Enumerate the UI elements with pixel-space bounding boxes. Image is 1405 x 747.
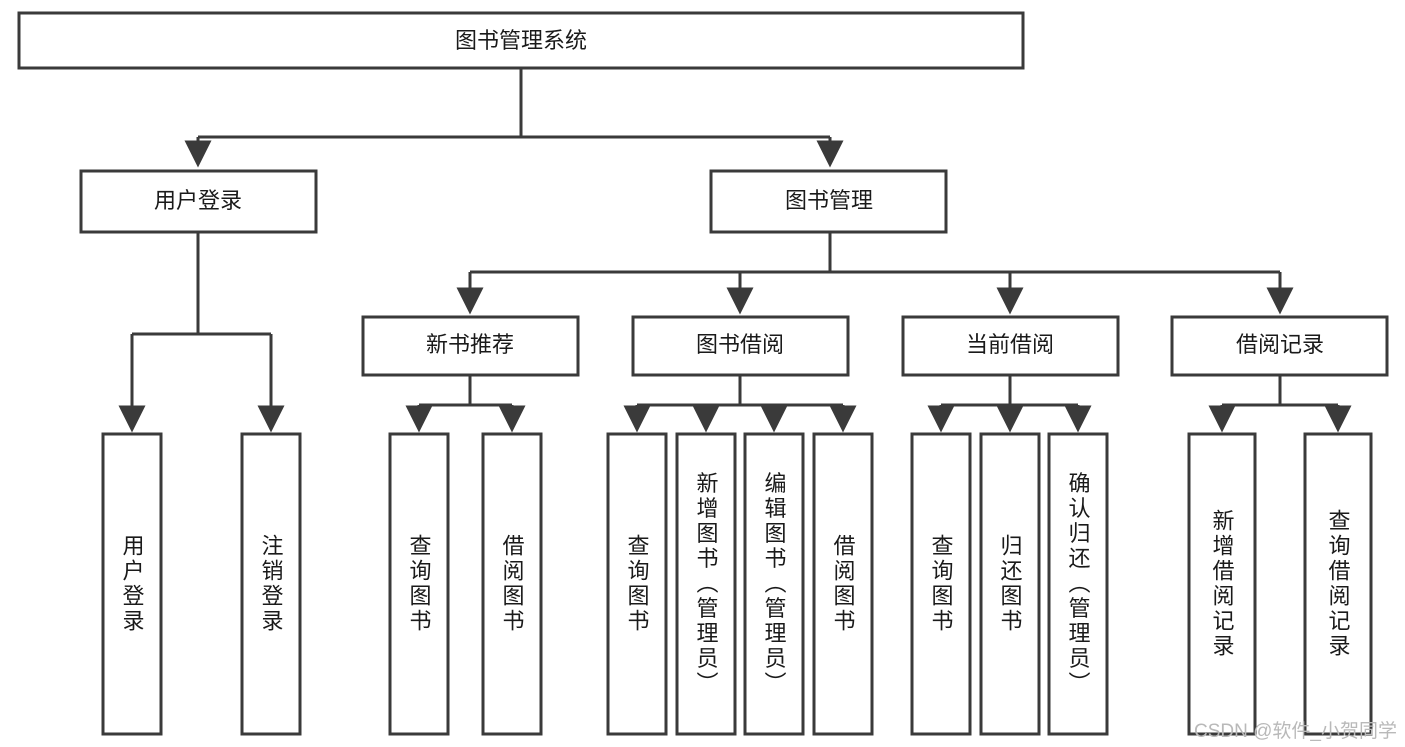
connector-bookborrow-to-leaves (623, 375, 857, 433)
leaf-currentborrow-query-book-label: 查询图书 (929, 534, 954, 634)
connector-newbook-to-leaves (405, 375, 526, 433)
leaf-bookborrow-add-book-admin-label: 新增图书（管理员） (694, 472, 719, 697)
connector-currentborrow-to-leaves (927, 375, 1092, 433)
leaf-borrowrecord-query-record-label: 查询借阅记录 (1326, 509, 1351, 659)
leaf-newbook-query-book[interactable]: 查询图书 (388, 432, 450, 736)
leaf-user-login-logout-label: 注销登录 (259, 534, 284, 634)
node-current-borrow[interactable]: 当前借阅 (901, 315, 1120, 377)
leaf-borrowrecord-query-record[interactable]: 查询借阅记录 (1303, 432, 1373, 736)
leaf-bookborrow-query-book[interactable]: 查询图书 (606, 432, 668, 736)
node-new-book-recommend-label: 新书推荐 (426, 332, 514, 357)
connector-borrowrecord-to-leaves (1208, 375, 1352, 433)
leaf-bookborrow-borrow-book-label: 借阅图书 (831, 534, 856, 634)
node-borrow-record-label: 借阅记录 (1236, 332, 1324, 357)
leaf-user-login-login[interactable]: 用户登录 (101, 432, 163, 736)
leaf-newbook-borrow-book-label: 借阅图书 (500, 534, 525, 634)
leaf-newbook-query-book-label: 查询图书 (407, 534, 432, 634)
leaf-newbook-borrow-book[interactable]: 借阅图书 (481, 432, 543, 736)
leaf-borrowrecord-add-record[interactable]: 新增借阅记录 (1187, 432, 1257, 736)
leaf-currentborrow-confirm-return-admin[interactable]: 确认归还（管理员） (1047, 432, 1109, 736)
node-new-book-recommend[interactable]: 新书推荐 (361, 315, 580, 377)
connector-root-to-level1 (184, 68, 844, 168)
node-user-login[interactable]: 用户登录 (79, 169, 318, 234)
leaf-bookborrow-edit-book-admin-label: 编辑图书（管理员） (762, 472, 787, 697)
node-current-borrow-label: 当前借阅 (966, 332, 1054, 357)
csdn-watermark: CSDN @软件_小贺同学 (1194, 721, 1397, 742)
leaf-bookborrow-edit-book-admin[interactable]: 编辑图书（管理员） (743, 432, 805, 736)
node-root-book-management-system[interactable]: 图书管理系统 (17, 11, 1025, 70)
node-root-label: 图书管理系统 (455, 28, 587, 53)
node-user-login-label: 用户登录 (154, 188, 242, 213)
node-book-borrow-label: 图书借阅 (696, 332, 784, 357)
connector-bookmgmt-to-level2 (456, 232, 1294, 315)
leaf-user-login-login-label: 用户登录 (120, 534, 145, 634)
leaf-currentborrow-query-book[interactable]: 查询图书 (910, 432, 972, 736)
node-book-borrow[interactable]: 图书借阅 (631, 315, 850, 377)
leaf-currentborrow-return-book-label: 归还图书 (998, 534, 1023, 634)
leaf-bookborrow-add-book-admin[interactable]: 新增图书（管理员） (675, 432, 737, 736)
leaf-bookborrow-query-book-label: 查询图书 (625, 534, 650, 634)
node-book-management[interactable]: 图书管理 (709, 169, 948, 234)
leaf-currentborrow-return-book[interactable]: 归还图书 (979, 432, 1041, 736)
leaf-user-login-logout[interactable]: 注销登录 (240, 432, 302, 736)
node-book-management-label: 图书管理 (785, 188, 873, 213)
leaf-bookborrow-borrow-book[interactable]: 借阅图书 (812, 432, 874, 736)
leaf-currentborrow-confirm-return-admin-label: 确认归还（管理员） (1066, 472, 1091, 697)
node-borrow-record[interactable]: 借阅记录 (1170, 315, 1389, 377)
leaf-borrowrecord-add-record-label: 新增借阅记录 (1210, 509, 1235, 659)
connector-userlogin-to-leaves (118, 232, 285, 433)
